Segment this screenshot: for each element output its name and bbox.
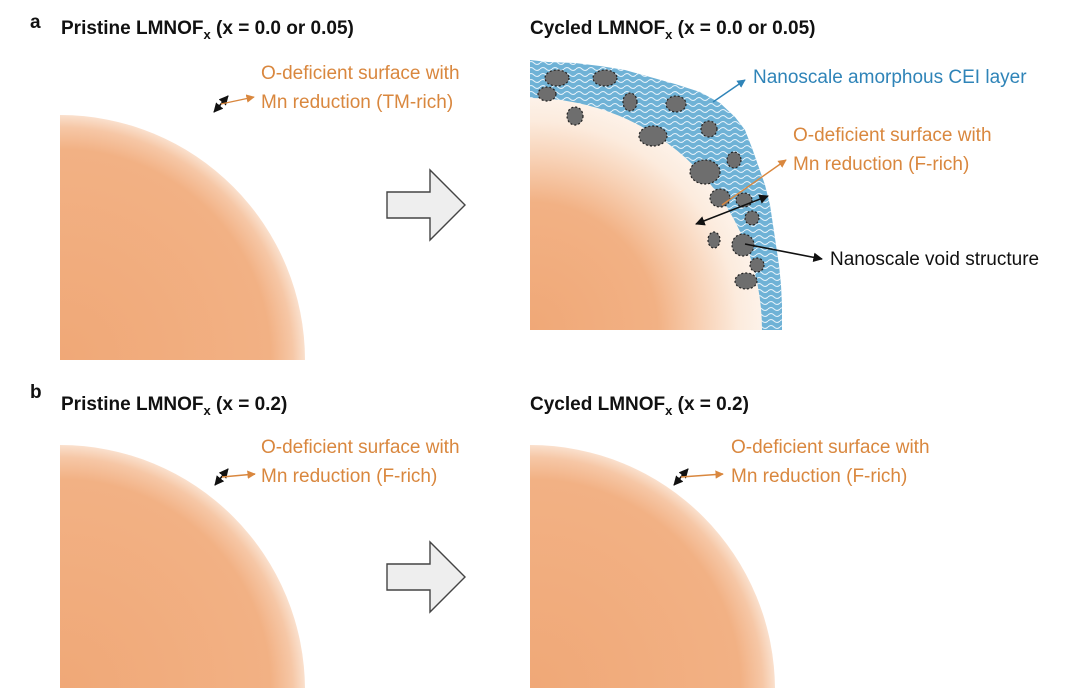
surface-pointer-arrow-b2 (680, 470, 724, 479)
cycled-annotation-a: O-deficient surface with Mn reduction (F… (793, 125, 992, 175)
void (749, 257, 765, 273)
transition-arrow-a (386, 168, 466, 242)
void (622, 92, 638, 112)
transition-arrow-b (386, 540, 466, 614)
void-structure-label: Nanoscale void structure (830, 249, 1040, 270)
void (566, 106, 584, 126)
pristine-particle-b (60, 445, 305, 688)
void (592, 69, 618, 87)
cycled-title-b: Cycled LMNOFx (x = 0.2) (530, 394, 749, 418)
void (700, 120, 718, 138)
void (726, 151, 742, 169)
void (707, 231, 721, 249)
pristine-title-a: Pristine LMNOFx (x = 0.0 or 0.05) (61, 18, 354, 42)
void (665, 95, 687, 113)
cycled-particle-a (530, 98, 762, 330)
void (689, 159, 721, 185)
void (744, 210, 760, 226)
void-pointer-arrow (744, 243, 823, 263)
panel-letter-a: a (30, 12, 41, 33)
pristine-particle-a (60, 115, 305, 360)
void (638, 125, 668, 147)
void (734, 272, 758, 290)
cycled-particle-b (530, 445, 775, 688)
pristine-annotation-b: O-deficient surface with Mn reduction (F… (261, 437, 460, 487)
cycled-title-a: Cycled LMNOFx (x = 0.0 or 0.05) (530, 18, 816, 42)
cei-layer-label: Nanoscale amorphous CEI layer (753, 67, 1027, 88)
surface-pointer-arrow-b1 (221, 470, 256, 479)
surface-thickness-arrow-b1 (214, 468, 229, 486)
panel-letter-b: b (30, 382, 42, 403)
surface-thickness-arrow-a2 (695, 194, 769, 226)
pristine-annotation-a: O-deficient surface with Mn reduction (T… (261, 63, 460, 113)
pristine-title-b: Pristine LMNOFx (x = 0.2) (61, 394, 288, 418)
cei-pointer-arrow (712, 79, 746, 103)
void (709, 188, 731, 208)
void (544, 69, 570, 87)
void (537, 86, 557, 102)
nanoscale-voids (537, 69, 765, 290)
surface-pointer-arrow-a1 (220, 94, 255, 105)
cycled-annotation-b: O-deficient surface with Mn reduction (F… (731, 437, 930, 487)
